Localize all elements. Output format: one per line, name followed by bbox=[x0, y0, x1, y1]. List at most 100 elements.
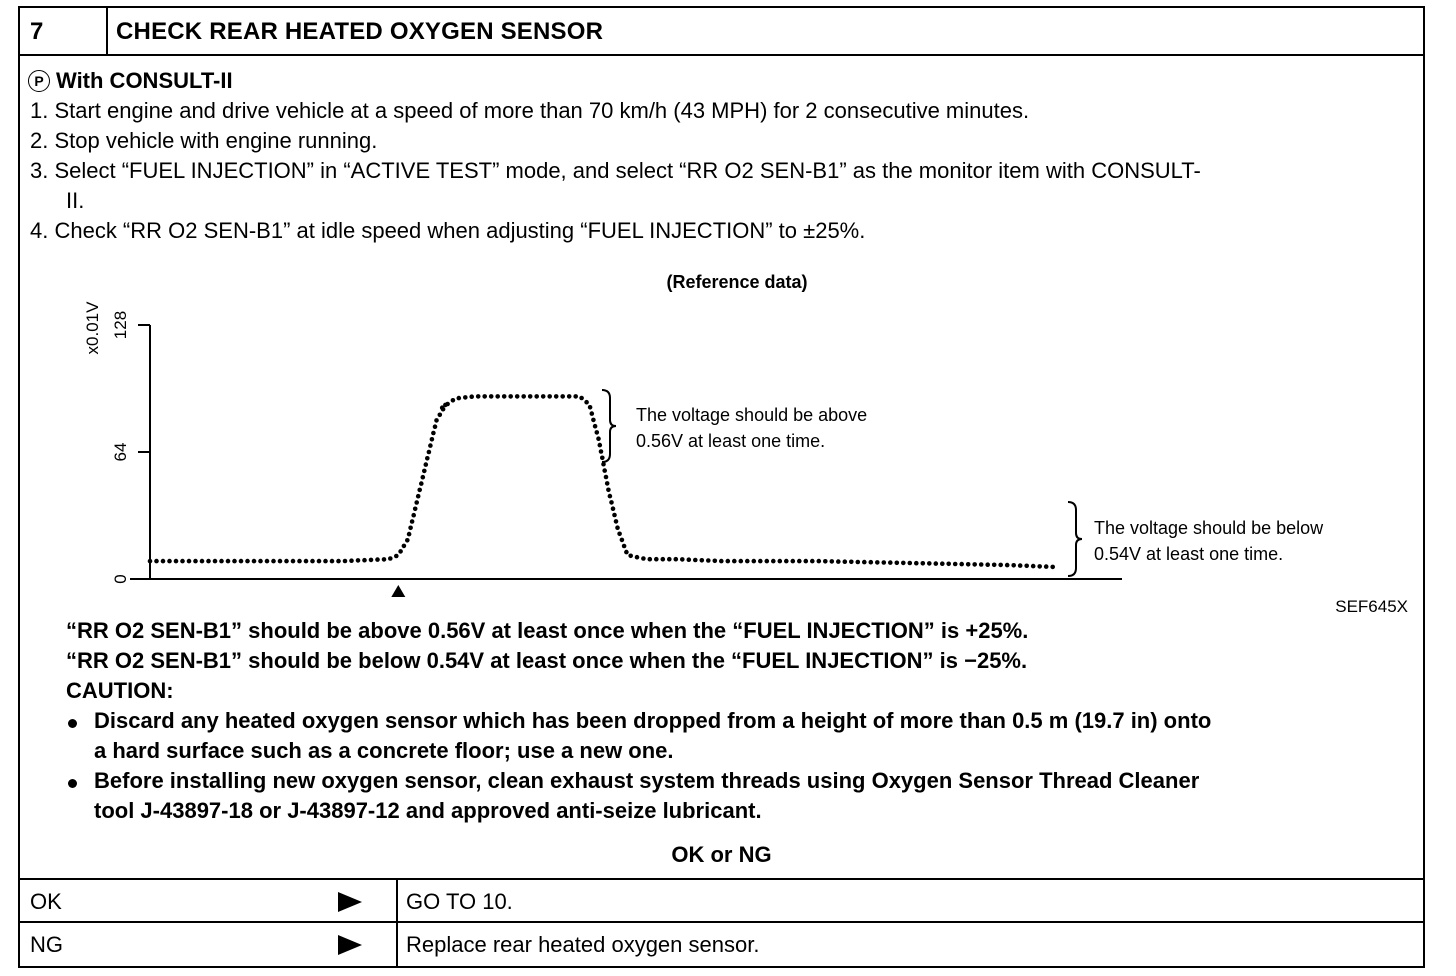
condition-above: “RR O2 SEN-B1” should be above 0.56V at … bbox=[66, 618, 1029, 643]
data-point bbox=[406, 531, 412, 537]
data-point bbox=[349, 558, 354, 563]
step-3: 3. Select “FUEL INJECTION” in “ACTIVE TE… bbox=[30, 158, 1201, 183]
data-point bbox=[560, 394, 565, 399]
data-point bbox=[456, 395, 462, 401]
data-point bbox=[745, 558, 750, 564]
data-point bbox=[408, 525, 413, 531]
data-point bbox=[1024, 563, 1029, 569]
data-point bbox=[1050, 564, 1055, 570]
figure-code: SEF645X bbox=[1335, 597, 1408, 616]
result-status: NG bbox=[30, 932, 63, 957]
data-point bbox=[429, 437, 435, 442]
data-point bbox=[495, 394, 501, 399]
data-point bbox=[238, 558, 244, 564]
consult-icon: P bbox=[28, 70, 50, 92]
data-point bbox=[147, 558, 153, 564]
annotation-text: 0.54V at least one time. bbox=[1094, 544, 1283, 564]
data-point bbox=[985, 562, 990, 567]
data-point bbox=[342, 558, 348, 564]
brace-upper bbox=[601, 389, 617, 463]
annotations: The voltage should be above 0.56V at leas… bbox=[601, 389, 1324, 577]
annotation-text: 0.56V at least one time. bbox=[636, 431, 825, 451]
data-point bbox=[959, 561, 964, 567]
data-point bbox=[405, 538, 410, 543]
data-point bbox=[428, 443, 433, 448]
annotation-text: The voltage should be above bbox=[636, 405, 867, 425]
data-point bbox=[463, 395, 468, 400]
data-point bbox=[771, 558, 776, 564]
data-point bbox=[602, 468, 607, 473]
data-point bbox=[940, 561, 945, 566]
data-point bbox=[310, 558, 315, 564]
data-point bbox=[965, 562, 971, 567]
data-point bbox=[628, 553, 633, 559]
data-point bbox=[706, 558, 711, 563]
data-point bbox=[482, 394, 488, 399]
step-header: 7 CHECK REAR HEATED OXYGEN SENSOR bbox=[20, 8, 1423, 56]
data-point bbox=[212, 558, 218, 564]
data-point bbox=[450, 398, 456, 403]
data-point bbox=[712, 558, 718, 564]
data-point bbox=[219, 558, 224, 564]
data-point bbox=[488, 394, 494, 399]
caution-1-line-2: a hard surface such as a concrete floor;… bbox=[94, 738, 674, 763]
data-point bbox=[398, 549, 403, 554]
data-point bbox=[422, 468, 427, 474]
data-point bbox=[952, 561, 958, 567]
data-point bbox=[596, 436, 601, 441]
data-point bbox=[425, 456, 430, 461]
data-point bbox=[401, 543, 407, 549]
data-point bbox=[699, 558, 705, 563]
caution-bullet-1 bbox=[68, 719, 77, 728]
data-point bbox=[816, 558, 822, 564]
data-point bbox=[888, 560, 893, 565]
data-point bbox=[738, 558, 744, 564]
caution-bullet-2 bbox=[68, 779, 77, 788]
header-divider bbox=[106, 8, 108, 54]
caution-2-line-2: tool J-43897-18 or J-43897-12 and approv… bbox=[94, 798, 762, 823]
data-point bbox=[619, 537, 625, 543]
data-point bbox=[600, 455, 605, 461]
data-point bbox=[587, 405, 593, 410]
step-1: 1. Start engine and drive vehicle at a s… bbox=[30, 98, 1030, 123]
data-point bbox=[540, 394, 546, 399]
data-point bbox=[355, 558, 361, 563]
data-point bbox=[855, 559, 861, 565]
data-point bbox=[667, 556, 672, 562]
data-point bbox=[613, 519, 619, 524]
column-divider bbox=[396, 923, 398, 966]
chart-axes bbox=[130, 324, 1122, 597]
data-point bbox=[316, 558, 322, 564]
data-point bbox=[173, 558, 179, 564]
data-point bbox=[610, 506, 616, 511]
data-point bbox=[978, 562, 984, 567]
data-point bbox=[589, 411, 595, 416]
data-point bbox=[612, 512, 617, 518]
data-point bbox=[375, 557, 380, 562]
column-divider bbox=[396, 880, 398, 923]
y-tick-label: 64 bbox=[111, 443, 130, 462]
data-point bbox=[264, 558, 270, 564]
data-point bbox=[1011, 563, 1016, 568]
data-point bbox=[434, 418, 439, 423]
play-arrow-icon bbox=[338, 935, 362, 955]
data-point bbox=[907, 560, 913, 566]
data-point bbox=[409, 519, 415, 524]
data-point bbox=[719, 558, 724, 564]
data-point bbox=[160, 558, 166, 564]
data-point bbox=[573, 394, 578, 399]
data-point bbox=[680, 557, 685, 562]
data-point bbox=[1043, 564, 1049, 569]
data-point bbox=[686, 557, 692, 562]
data-point bbox=[381, 557, 387, 562]
data-point bbox=[225, 558, 231, 564]
data-point bbox=[388, 556, 393, 561]
data-point bbox=[725, 558, 731, 564]
data-point bbox=[592, 423, 598, 429]
data-point bbox=[901, 560, 906, 566]
data-point bbox=[336, 558, 341, 564]
result-action: Replace rear heated oxygen sensor. bbox=[406, 932, 760, 957]
data-point bbox=[432, 424, 438, 429]
data-point bbox=[991, 562, 997, 568]
